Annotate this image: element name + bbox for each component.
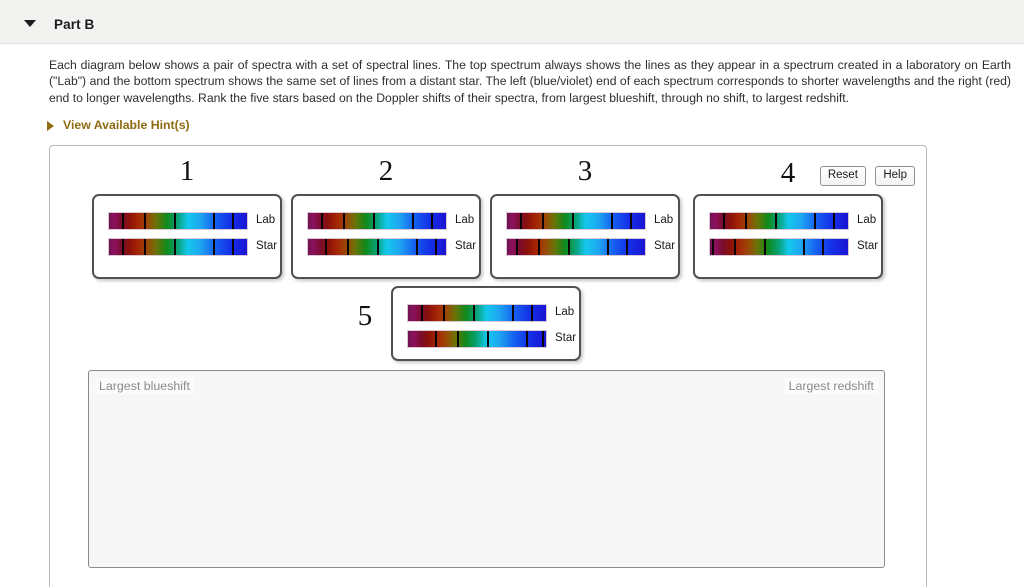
card-number-3: 3 xyxy=(577,155,593,187)
star-label: Star xyxy=(455,240,477,252)
card-number-4: 4 xyxy=(780,157,796,189)
star-label: Star xyxy=(654,240,676,252)
spectral-line-1 xyxy=(320,213,323,229)
spectral-line-5 xyxy=(435,239,438,255)
help-button[interactable]: Help xyxy=(875,166,915,186)
caret-down-icon[interactable] xyxy=(24,20,36,27)
spectral-line-4 xyxy=(813,213,816,229)
star-spectrum xyxy=(407,330,547,348)
spectral-line-5 xyxy=(626,239,629,255)
spectral-line-2 xyxy=(744,213,747,229)
page-title: Part B xyxy=(54,17,95,32)
spectral-line-3 xyxy=(775,213,778,229)
star-label: Star xyxy=(857,240,879,252)
spectral-line-5 xyxy=(833,213,836,229)
spectral-line-4 xyxy=(212,239,215,255)
spectral-line-3 xyxy=(473,305,476,321)
spectral-line-4 xyxy=(212,213,215,229)
spectral-line-3 xyxy=(764,239,767,255)
star-label: Star xyxy=(256,240,278,252)
lab-label: Lab xyxy=(555,306,575,318)
view-hints-label[interactable]: View Available Hint(s) xyxy=(63,118,190,132)
part-header: Part B xyxy=(0,0,1024,44)
spectral-line-3 xyxy=(568,239,571,255)
spectral-line-2 xyxy=(347,239,350,255)
spectral-line-2 xyxy=(456,331,459,347)
spectral-line-2 xyxy=(733,239,736,255)
spectral-line-4 xyxy=(511,305,514,321)
card-number-5: 5 xyxy=(357,300,373,332)
lab-spectrum xyxy=(307,212,447,230)
spectral-line-1 xyxy=(121,213,124,229)
spectral-line-4 xyxy=(525,331,528,347)
spectral-line-3 xyxy=(487,331,490,347)
lab-label: Lab xyxy=(256,214,276,226)
spectral-line-4 xyxy=(802,239,805,255)
spectral-line-4 xyxy=(416,239,419,255)
spectral-line-2 xyxy=(143,239,146,255)
spectral-line-4 xyxy=(606,239,609,255)
spectral-line-1 xyxy=(121,239,124,255)
lab-spectrum xyxy=(709,212,849,230)
spectral-line-4 xyxy=(411,213,414,229)
spectral-line-5 xyxy=(822,239,825,255)
endcap-largest-redshift: Largest redshift xyxy=(784,378,878,394)
spectral-line-5 xyxy=(542,331,545,347)
star-label: Star xyxy=(555,332,577,344)
reset-button[interactable]: Reset xyxy=(819,166,866,186)
ranking-drop-area[interactable]: Largest blueshift Largest redshift xyxy=(88,370,885,568)
spectral-line-3 xyxy=(174,239,177,255)
caret-right-icon xyxy=(47,121,54,131)
lab-label: Lab xyxy=(455,214,475,226)
star-spectrum xyxy=(108,238,248,256)
spectral-line-2 xyxy=(143,213,146,229)
spectral-line-5 xyxy=(431,213,434,229)
lab-spectrum xyxy=(108,212,248,230)
spectral-line-3 xyxy=(377,239,380,255)
star-spectrum xyxy=(709,238,849,256)
star-spectrum xyxy=(307,238,447,256)
question-prompt: Each diagram below shows a pair of spect… xyxy=(49,58,1011,105)
card-number-1: 1 xyxy=(179,155,195,187)
spectral-line-5 xyxy=(232,239,235,255)
endcap-largest-blueshift: Largest blueshift xyxy=(95,378,194,394)
spectral-line-2 xyxy=(541,213,544,229)
spectral-line-5 xyxy=(630,213,633,229)
toolbar: Reset Help xyxy=(815,165,915,186)
lab-label: Lab xyxy=(857,214,877,226)
spectral-line-1 xyxy=(519,213,522,229)
spectral-line-2 xyxy=(537,239,540,255)
spectral-line-1 xyxy=(324,239,327,255)
lab-spectrum xyxy=(407,304,547,322)
spectral-line-2 xyxy=(442,305,445,321)
spectral-line-1 xyxy=(711,239,714,255)
star-spectrum xyxy=(506,238,646,256)
spectral-line-1 xyxy=(722,213,725,229)
spectral-line-3 xyxy=(373,213,376,229)
spectral-line-5 xyxy=(232,213,235,229)
spectral-line-5 xyxy=(531,305,534,321)
spectral-line-3 xyxy=(572,213,575,229)
spectral-line-3 xyxy=(174,213,177,229)
spectral-line-1 xyxy=(420,305,423,321)
spectral-line-4 xyxy=(610,213,613,229)
lab-spectrum xyxy=(506,212,646,230)
spectral-line-1 xyxy=(434,331,437,347)
spectral-line-1 xyxy=(515,239,518,255)
card-number-2: 2 xyxy=(378,155,394,187)
spectral-line-2 xyxy=(342,213,345,229)
lab-label: Lab xyxy=(654,214,674,226)
